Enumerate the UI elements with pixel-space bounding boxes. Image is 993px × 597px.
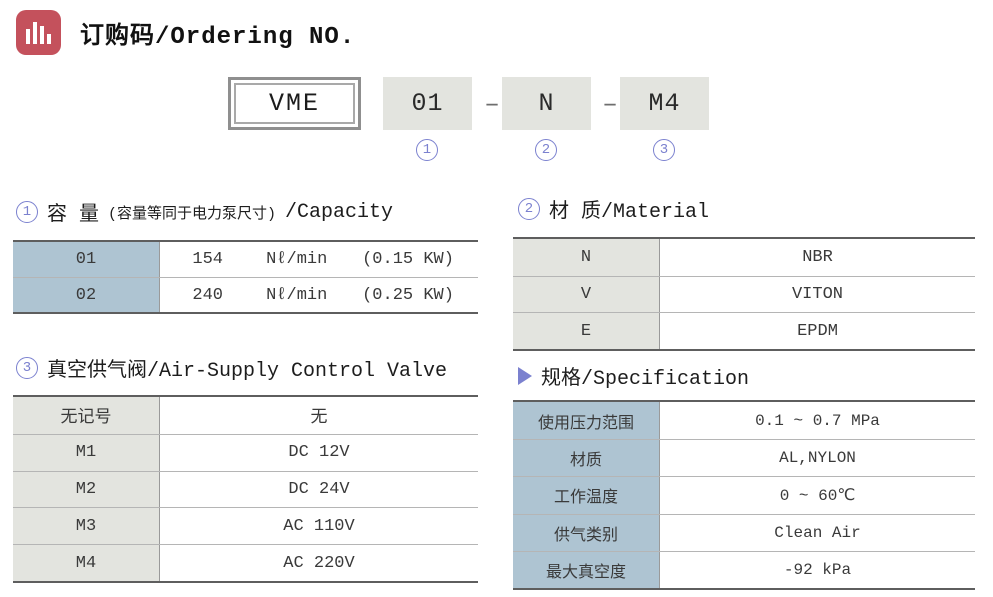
material-table: N NBR V VITON E EPDM	[513, 237, 975, 352]
spec-value-cell: AL,NYLON	[779, 449, 856, 468]
power-rating: (0.25 KW)	[362, 285, 454, 305]
valve-value-cell: AC 220V	[283, 553, 355, 573]
table-row: 无记号 无	[13, 397, 478, 434]
spec-table: 使用压力范围 0.1 ~ 0.7 MPa 材质 AL,NYLON 工作温度 0 …	[513, 400, 975, 590]
flow-value: 240	[192, 285, 224, 305]
segment-ref-badge-3: 3	[653, 139, 675, 161]
flow-unit: Nℓ/min	[266, 285, 328, 305]
bar-chart-icon-bar	[40, 26, 44, 44]
spec-label-cell: 材质	[513, 440, 660, 477]
material-value-cell: EPDM	[797, 321, 838, 341]
capacity-code-cell: 01	[13, 242, 160, 277]
table-row: V VITON	[513, 275, 975, 313]
valve-value-cell: 无	[310, 409, 328, 429]
spec-value-cell: Clean Air	[774, 523, 861, 542]
table-row: N NBR	[513, 239, 975, 276]
table-row: 材质 AL,NYLON	[513, 439, 975, 477]
spec-value-cell: 0 ~ 60℃	[779, 487, 856, 506]
bar-chart-icon-bar	[26, 29, 30, 44]
capacity-value-cell: 154 Nℓ/min (0.15 KW)	[160, 242, 478, 277]
valve-section-header: 3 真空供气阀/Air-Supply Control Valve	[16, 353, 447, 383]
bar-chart-icon-bar	[47, 34, 51, 44]
capacity-number-badge: 1	[16, 201, 38, 223]
spec-section-header: 规格/Specification	[518, 361, 749, 391]
spec-value-cell: -92 kPa	[783, 560, 852, 579]
bar-chart-icon-bar	[33, 22, 37, 44]
table-row: 最大真空度 -92 kPa	[513, 550, 975, 588]
code-segment-material: N	[502, 77, 591, 130]
bar-chart-icon	[16, 10, 61, 55]
valve-code-cell: 无记号	[13, 397, 160, 434]
base-code-box: VME	[228, 77, 361, 130]
material-code-cell: N	[513, 239, 660, 276]
capacity-code-cell: 02	[13, 278, 160, 312]
valve-code-cell: M4	[13, 545, 160, 581]
code-segment-valve: M4	[620, 77, 709, 130]
material-number-badge: 2	[518, 198, 540, 220]
table-row: M3 AC 110V	[13, 507, 478, 545]
material-section-header: 2 材 质/Material	[518, 194, 709, 224]
capacity-value-cell: 240 Nℓ/min (0.25 KW)	[160, 278, 478, 312]
table-row: E EPDM	[513, 312, 975, 350]
capacity-table: 01 154 Nℓ/min (0.15 KW) 02 240 Nℓ/min (0…	[13, 240, 478, 314]
spec-label-cell: 使用压力范围	[513, 402, 660, 440]
segment-ref-badge-2: 2	[535, 139, 557, 161]
table-row: 01 154 Nℓ/min (0.15 KW)	[13, 242, 478, 277]
triangle-bullet-icon	[518, 367, 532, 385]
valve-value-cell: AC 110V	[283, 516, 355, 536]
table-row: M4 AC 220V	[13, 544, 478, 581]
material-title: 材 质/Material	[549, 201, 710, 224]
valve-code-cell: M2	[13, 471, 160, 508]
valve-title: 真空供气阀/Air-Supply Control Valve	[47, 360, 448, 383]
code-separator: –	[484, 88, 500, 119]
capacity-title-cn: 容 量	[47, 204, 100, 227]
valve-code-cell: M1	[13, 434, 160, 471]
table-row: 工作温度 0 ~ 60℃	[513, 476, 975, 514]
page-title: 订购码/Ordering NO.	[80, 24, 356, 51]
valve-number-badge: 3	[16, 357, 38, 379]
code-segment-capacity: 01	[383, 77, 472, 130]
valve-table: 无记号 无 M1 DC 12V M2 DC 24V M3 AC 110V M4 …	[13, 395, 478, 583]
capacity-title-note: (容量等同于电力泵尺寸)	[108, 205, 277, 223]
flow-value: 154	[192, 250, 224, 269]
spec-value-cell: 0.1 ~ 0.7 MPa	[755, 411, 880, 430]
material-code-cell: E	[513, 313, 660, 350]
power-rating: (0.15 KW)	[362, 250, 454, 269]
material-value-cell: VITON	[791, 285, 843, 305]
valve-value-cell: DC 12V	[288, 443, 350, 463]
segment-ref-badge-1: 1	[416, 139, 438, 161]
code-separator: –	[602, 88, 618, 119]
table-row: 供气类别 Clean Air	[513, 513, 975, 551]
flow-unit: Nℓ/min	[266, 250, 328, 269]
table-row: M2 DC 24V	[13, 470, 478, 508]
valve-value-cell: DC 24V	[288, 479, 350, 499]
table-row: 02 240 Nℓ/min (0.25 KW)	[13, 277, 478, 312]
material-value-cell: NBR	[802, 247, 833, 267]
spec-label-cell: 最大真空度	[513, 551, 660, 588]
spec-label-cell: 供气类别	[513, 514, 660, 551]
valve-code-cell: M3	[13, 508, 160, 545]
capacity-title-en: /Capacity	[285, 200, 394, 224]
capacity-section-header: 1 容 量 (容量等同于电力泵尺寸) /Capacity	[16, 197, 393, 227]
material-code-cell: V	[513, 276, 660, 313]
table-row: 使用压力范围 0.1 ~ 0.7 MPa	[513, 402, 975, 440]
spec-title: 规格/Specification	[541, 368, 750, 391]
table-row: M1 DC 12V	[13, 433, 478, 471]
spec-label-cell: 工作温度	[513, 477, 660, 514]
base-code: VME	[234, 83, 355, 124]
